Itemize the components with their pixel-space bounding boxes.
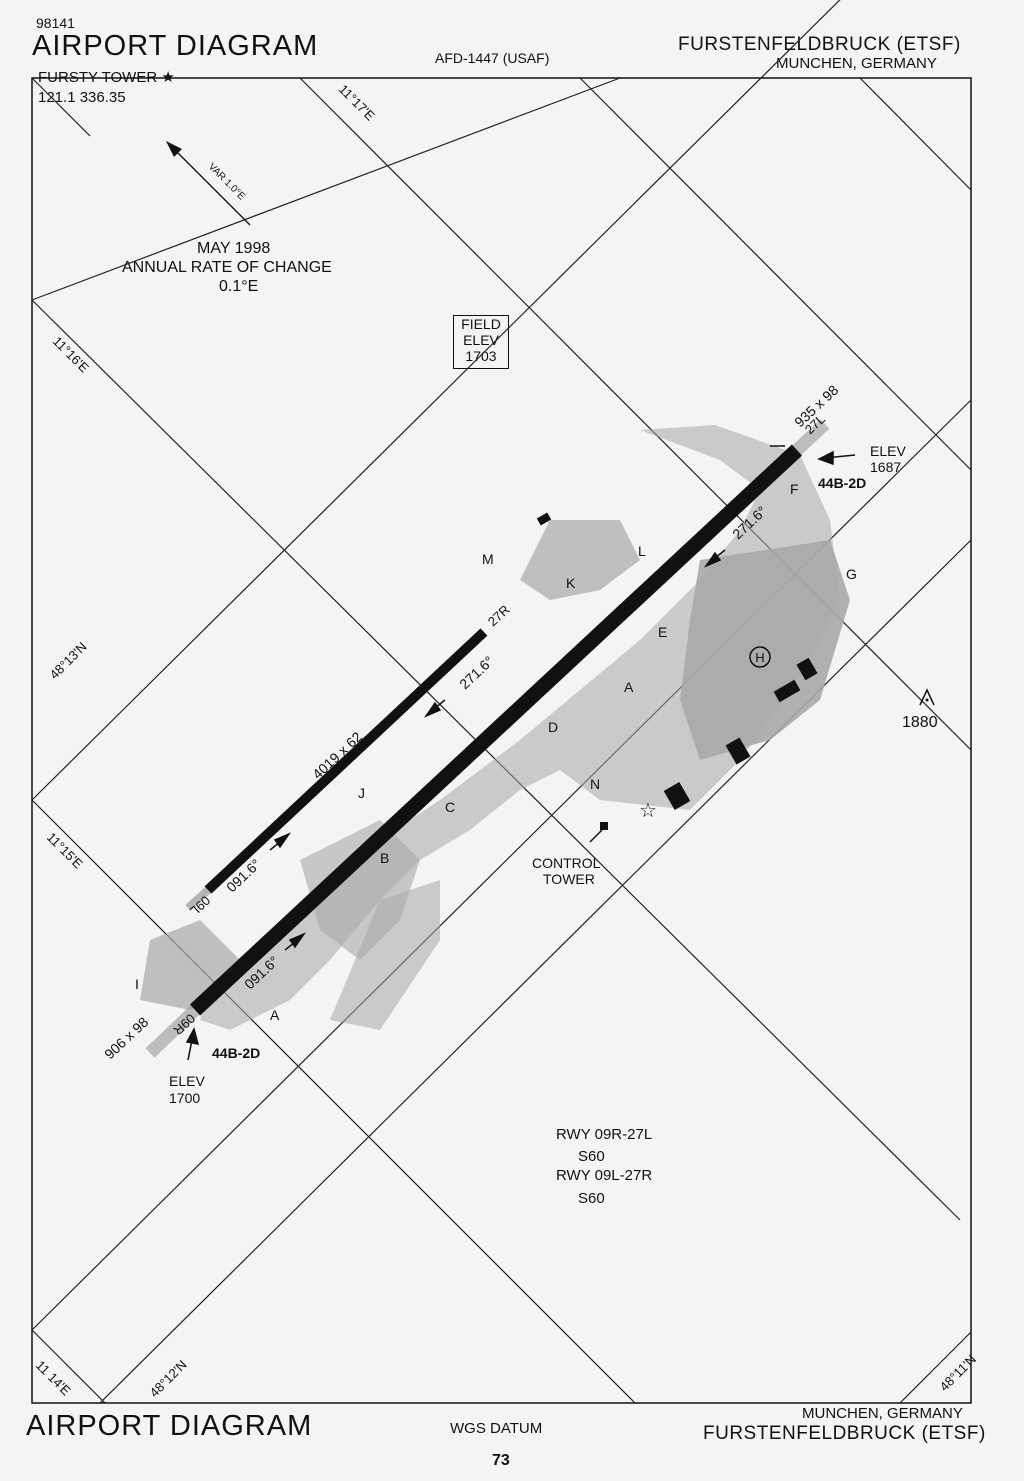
grid-line <box>299 77 972 751</box>
footer-airport-name: FURSTENFELDBRUCK (ETSF) <box>703 1423 986 1444</box>
grid-label-1114: 11 14'E <box>33 1358 74 1399</box>
elev-west-label: ELEV <box>169 1073 205 1089</box>
taxiway-f: F <box>790 481 799 497</box>
footer-city: MUNCHEN, GERMANY <box>802 1405 963 1422</box>
footer-datum: WGS DATUM <box>450 1420 543 1437</box>
grid-label-1115: 11°15'E <box>44 830 86 872</box>
variation-arrow: VAR 1.0°E <box>166 141 251 226</box>
grid-label-4813: 48°13'N <box>47 639 90 682</box>
page-number: 73 <box>492 1452 510 1469</box>
runway-end-27r: 27R <box>485 602 513 629</box>
taxiway-l: L <box>638 543 646 559</box>
elev-west-value: 1700 <box>169 1090 201 1106</box>
elev-east-value: 1687 <box>870 459 902 475</box>
field-elevation-box: FIELD ELEV 1703 <box>453 315 509 369</box>
airport-name: FURSTENFELDBRUCK (ETSF) <box>678 34 961 55</box>
grid-line <box>99 539 972 1404</box>
overrun-west: 906 x 98 <box>101 1014 151 1062</box>
variation-rate-label: ANNUAL RATE OF CHANGE <box>122 259 332 276</box>
grid-label-1116: 11°16'E <box>50 334 92 376</box>
rwy-strength-line2: S60 <box>578 1148 605 1165</box>
diagram-frame <box>31 77 972 1404</box>
control-tower-label: CONTROL <box>532 855 601 871</box>
grid-line <box>31 77 91 137</box>
grid-line <box>31 0 841 801</box>
grid-line <box>31 799 636 1404</box>
grid-line <box>31 1329 106 1404</box>
taxiway-i: I <box>135 976 139 992</box>
elev-east-label: ELEV <box>870 443 906 459</box>
runway-end-09l: 09L <box>187 893 213 919</box>
rwy-strength-line4: S60 <box>578 1190 605 1207</box>
runway-09l-27r <box>185 628 488 911</box>
helipad-label: H <box>755 650 764 665</box>
taxiway-c: C <box>445 799 455 815</box>
grid-label-1117: 11°17'E <box>336 82 378 124</box>
field-elevation-line1: FIELD <box>461 316 501 332</box>
variation-label: VAR 1.0°E <box>206 161 247 202</box>
grid-label-4811: 48°11'N <box>937 1352 979 1394</box>
grid-line <box>899 1331 972 1404</box>
taxiway-a-west: A <box>270 1007 280 1023</box>
heading-arrows <box>185 445 856 1061</box>
taxiway-g: G <box>846 566 857 582</box>
variation-rate-value: 0.1°E <box>219 278 259 295</box>
lat-lon-grid <box>31 0 972 1404</box>
tower-frequencies: 121.1 336.35 <box>38 89 126 106</box>
field-elevation-line2: ELEV <box>463 332 499 348</box>
city-name: MUNCHEN, GERMANY <box>776 55 937 72</box>
rwy-strength-line1: RWY 09R-27L <box>556 1126 653 1143</box>
buildings <box>536 512 818 830</box>
taxiway-e: E <box>658 624 667 640</box>
taxiway-k: K <box>566 575 576 591</box>
publication-id: AFD-1447 (USAF) <box>435 50 550 66</box>
rwy-strength-line3: RWY 09L-27R <box>556 1167 653 1184</box>
arresting-west: 44B-2D <box>212 1045 261 1061</box>
control-tower-label-2: TOWER <box>543 871 595 887</box>
obstacle-symbol <box>919 688 935 706</box>
taxiway-m: M <box>482 551 494 567</box>
page-title: AIRPORT DIAGRAM <box>32 30 319 62</box>
obstacle-elevation: 1880 <box>902 714 938 731</box>
variation-date: MAY 1998 <box>197 240 271 257</box>
beacon-star: ☆ <box>639 800 657 822</box>
grid-label-4812: 48°12'N <box>147 1357 190 1400</box>
taxiways-and-aprons <box>140 425 850 1030</box>
taxiway-d: D <box>548 719 558 735</box>
grid-line <box>859 77 972 191</box>
taxiway-b: B <box>380 850 389 866</box>
taxiway-n: N <box>590 776 600 792</box>
arresting-east: 44B-2D <box>818 475 867 491</box>
grid-line <box>579 77 972 471</box>
grid-line <box>31 77 621 301</box>
taxiway-j: J <box>358 785 365 801</box>
chart-number: 98141 <box>36 15 75 31</box>
taxiway-a-east: A <box>624 679 634 695</box>
helipad <box>749 646 771 668</box>
footer-title: AIRPORT DIAGRAM <box>26 1410 313 1442</box>
runway-09r-27l <box>145 419 830 1058</box>
